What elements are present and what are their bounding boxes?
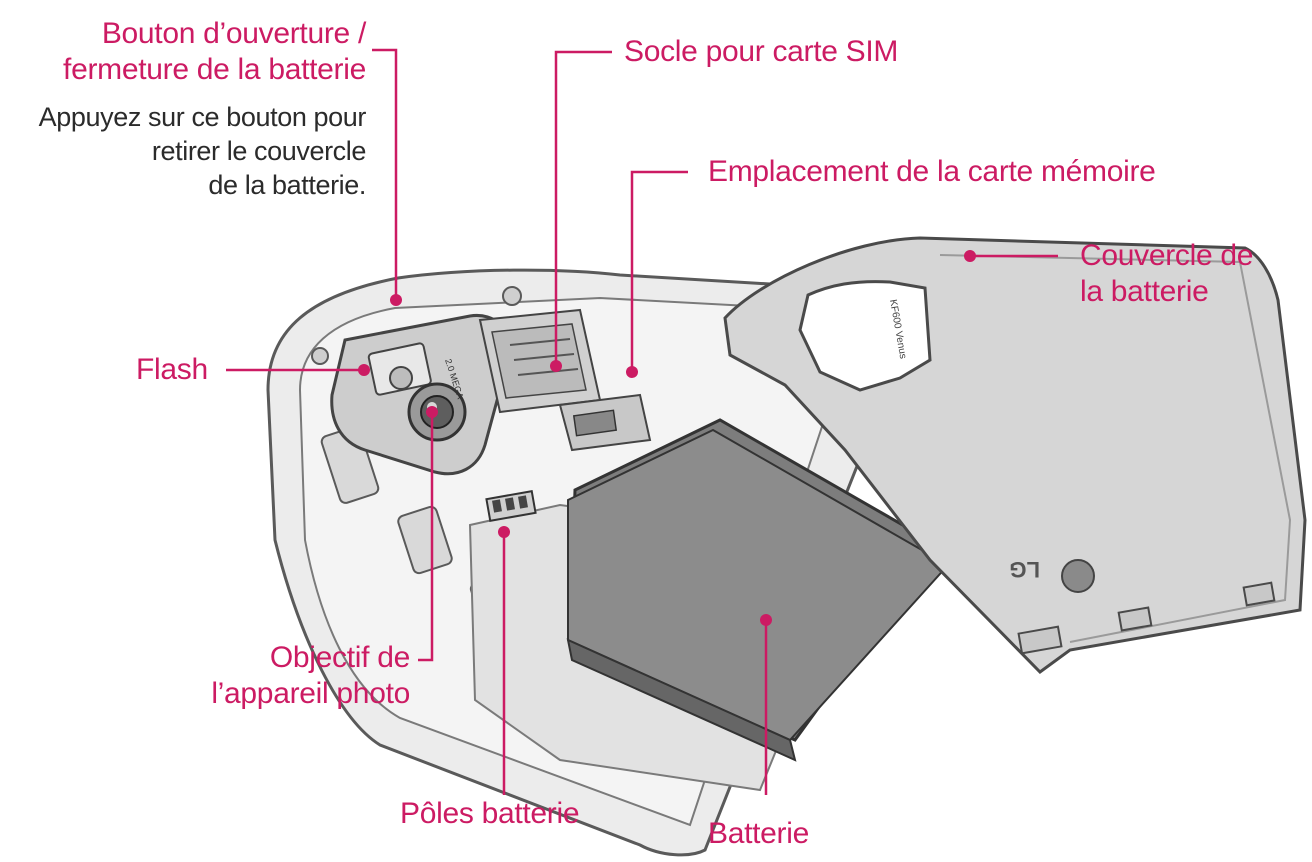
battery-button-description: Appuyez sur ce bouton pour retirer le co…	[0, 100, 367, 202]
label-battery-cover-line1: Couvercle de	[1080, 239, 1254, 272]
leader-sim-slot	[554, 50, 612, 366]
label-flash: Flash	[136, 353, 208, 386]
label-battery-button: Bouton d’ouverture / fermeture de la bat…	[0, 16, 366, 88]
battery-button-description-line3: de la batterie.	[208, 170, 366, 200]
label-battery-cover-line2: la batterie	[1080, 275, 1209, 308]
leader-lines	[226, 48, 1058, 795]
label-camera-lens: Objectif de l’appareil photo	[0, 640, 410, 712]
battery-button-description-line1: Appuyez sur ce bouton pour	[38, 102, 367, 132]
label-battery: Batterie	[708, 817, 809, 850]
leader-battery-button	[372, 48, 398, 300]
battery-poles	[485, 490, 537, 522]
label-battery-poles: Pôles batterie	[400, 797, 580, 830]
leader-camera-lens	[418, 412, 434, 662]
camera-module	[330, 313, 511, 476]
label-camera-lens-line2: l’appareil photo	[211, 677, 410, 710]
cover-logo: LG	[1009, 557, 1040, 582]
label-battery-cover: Couvercle de la batterie	[1080, 238, 1253, 310]
leader-dots	[358, 250, 976, 626]
label-battery-button-line1: Bouton d’ouverture /	[101, 17, 366, 50]
battery-cover	[723, 236, 1307, 674]
memory-card-slot	[558, 393, 652, 452]
label-battery-button-line2: fermeture de la batterie	[63, 53, 366, 86]
label-camera-lens-line1: Objectif de	[269, 641, 410, 674]
battery-button-description-line2: retirer le couvercle	[151, 136, 366, 166]
leader-memory-card	[630, 170, 688, 372]
battery	[566, 418, 959, 762]
label-memory-card-slot: Emplacement de la carte mémoire	[708, 155, 1156, 188]
sim-slot	[478, 308, 602, 414]
label-sim-slot: Socle pour carte SIM	[624, 35, 899, 68]
